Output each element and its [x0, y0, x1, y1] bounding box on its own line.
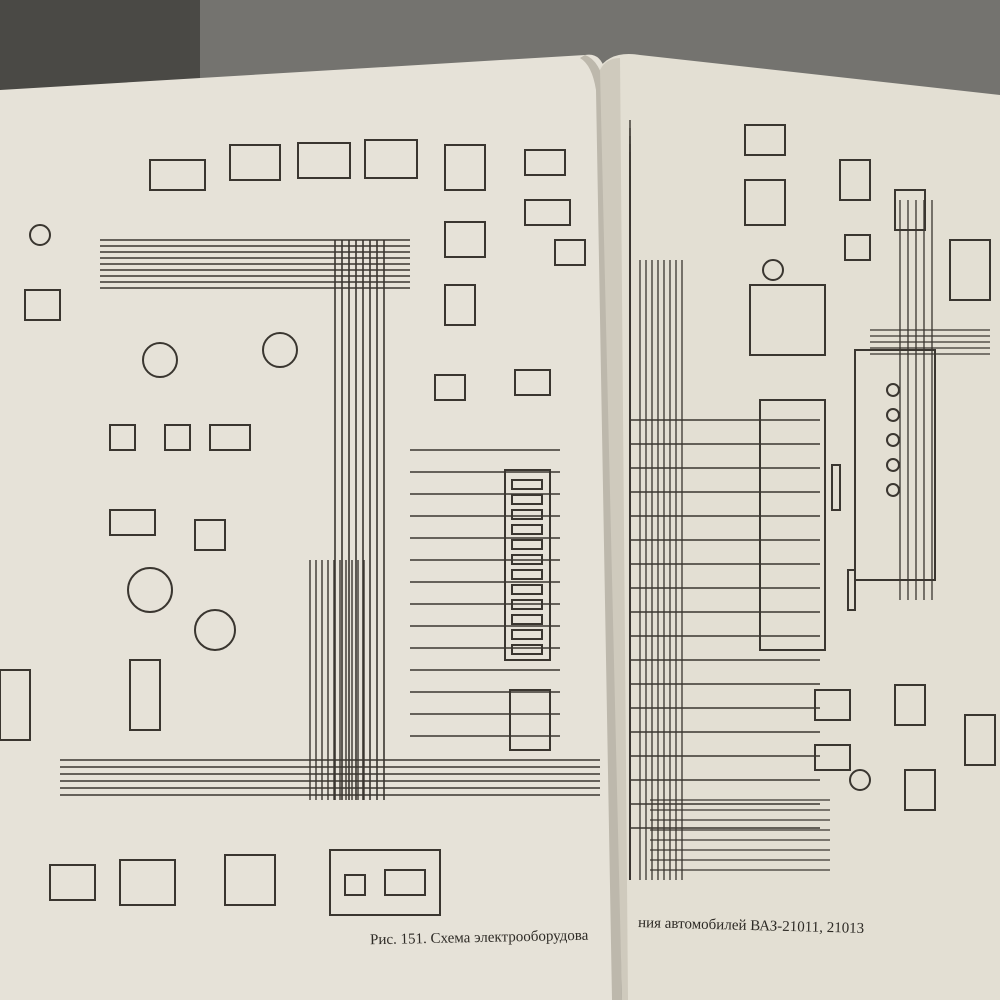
indicator-lamp: [886, 458, 900, 472]
sensor: [109, 424, 136, 451]
left-page: [0, 54, 620, 1000]
headlight: [24, 289, 61, 321]
switch-grid: [749, 284, 826, 356]
lamp: [849, 769, 871, 791]
indicator-lamp: [886, 408, 900, 422]
regulator: [224, 854, 276, 906]
fuse: [511, 644, 543, 655]
fuse: [511, 479, 543, 490]
fuse-box: [504, 469, 551, 661]
control-block: [329, 849, 441, 916]
fuse: [511, 629, 543, 640]
relay: [444, 284, 476, 326]
switch: [524, 199, 571, 226]
relay: [904, 769, 936, 811]
relay: [964, 714, 996, 766]
fuse: [511, 539, 543, 550]
motor: [119, 859, 176, 906]
motor: [444, 144, 486, 191]
fuse: [511, 509, 543, 520]
starter: [262, 332, 298, 368]
switch: [814, 689, 851, 721]
relay: [844, 234, 871, 261]
lamp: [29, 224, 51, 246]
relay: [344, 874, 366, 896]
relay: [149, 159, 206, 191]
motor: [194, 609, 236, 651]
connector-block: [759, 399, 826, 651]
coil: [129, 659, 161, 731]
fuse: [511, 569, 543, 580]
switch: [554, 239, 586, 266]
indicator: [831, 464, 841, 511]
fuse: [511, 599, 543, 610]
relay: [364, 139, 418, 179]
wiring-schematic: [60, 120, 990, 880]
lamp: [49, 864, 96, 901]
connector: [949, 239, 991, 301]
indicator-lamp: [886, 483, 900, 497]
relay: [384, 869, 426, 896]
warning-lamp: [762, 259, 784, 281]
indicator: [847, 569, 856, 611]
fuse: [511, 584, 543, 595]
relay: [229, 144, 281, 181]
connector: [0, 669, 31, 741]
spark-plugs: [109, 509, 156, 536]
relay: [894, 189, 926, 231]
relay: [744, 124, 786, 156]
generator: [142, 342, 178, 378]
indicator-lamp: [886, 383, 900, 397]
relay: [297, 142, 351, 179]
fuse: [511, 494, 543, 505]
schematic-components: [0, 124, 996, 916]
relay-box: [509, 689, 551, 751]
sensor: [194, 519, 226, 551]
indicator-lamp: [886, 433, 900, 447]
instrument-cluster: [854, 349, 936, 581]
lamp: [744, 179, 786, 226]
sensor: [164, 424, 191, 451]
fuse: [511, 554, 543, 565]
fuse: [511, 614, 543, 625]
switch: [514, 369, 551, 396]
distributor: [127, 567, 173, 613]
switch: [814, 744, 851, 771]
switch: [209, 424, 251, 451]
switch: [434, 374, 466, 401]
relay: [894, 684, 926, 726]
switch: [524, 149, 566, 176]
relay: [839, 159, 871, 201]
fuse: [511, 524, 543, 535]
switch: [444, 221, 486, 258]
